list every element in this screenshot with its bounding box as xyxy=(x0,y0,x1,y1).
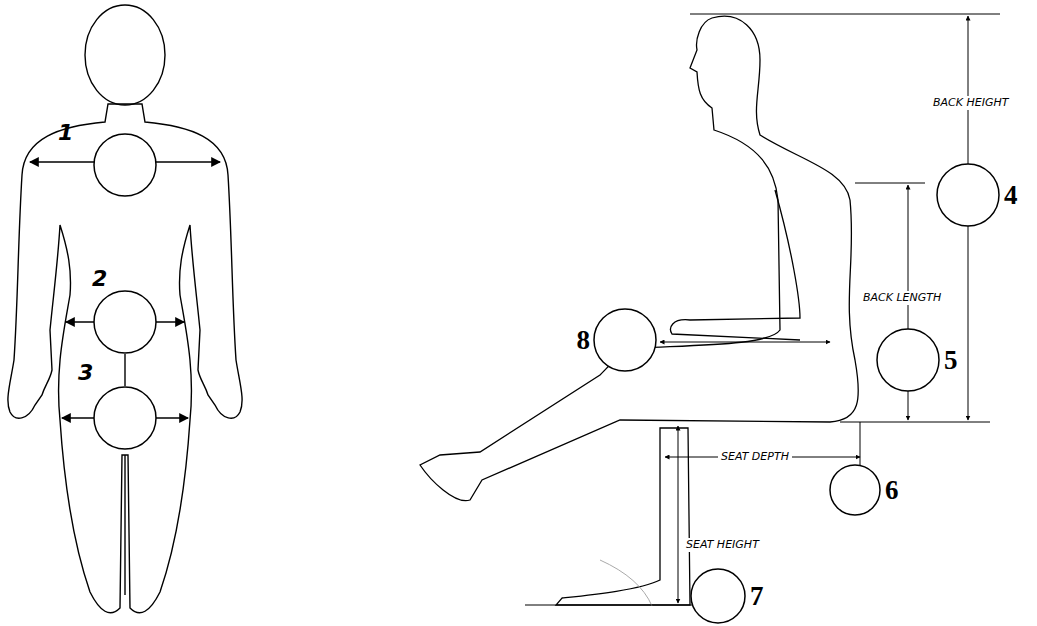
circle-outline xyxy=(876,328,940,392)
measure-circle: 3 xyxy=(93,386,157,450)
circle-outline xyxy=(936,163,1000,227)
callout-number: 5 xyxy=(944,347,958,374)
circle-outline xyxy=(690,568,746,624)
circle-outline xyxy=(829,464,881,516)
measure-circle: 8 xyxy=(593,308,657,372)
dimension-lines xyxy=(525,14,1000,605)
dimension-label: BACK LENGTH xyxy=(860,291,944,305)
callout-number: 1 xyxy=(58,122,73,144)
measure-circle: 2 xyxy=(93,290,157,354)
measure-circle: 1 xyxy=(93,133,157,197)
width-arrows xyxy=(30,162,220,418)
connector-line xyxy=(124,354,125,386)
front-figure xyxy=(8,5,242,613)
measure-circle: 4 xyxy=(936,163,1000,227)
dimension-label: SEAT HEIGHT xyxy=(683,538,762,552)
callout-number: 3 xyxy=(78,362,93,384)
callout-number: 7 xyxy=(750,583,764,610)
measure-circle: 6 xyxy=(829,464,881,516)
seated-figure xyxy=(420,16,858,606)
dimension-label: BACK HEIGHT xyxy=(930,96,1011,110)
circle-outline xyxy=(93,386,157,450)
callout-number: 6 xyxy=(885,477,899,504)
callout-number: 4 xyxy=(1004,182,1018,209)
circle-outline xyxy=(93,133,157,197)
circle-outline xyxy=(93,290,157,354)
callout-number: 2 xyxy=(92,268,107,290)
callout-number: 8 xyxy=(577,327,591,354)
measure-circle: 5 xyxy=(876,328,940,392)
circle-outline xyxy=(593,308,657,372)
measure-circle: 7 xyxy=(690,568,746,624)
dimension-label: SEAT DEPTH xyxy=(718,450,792,464)
